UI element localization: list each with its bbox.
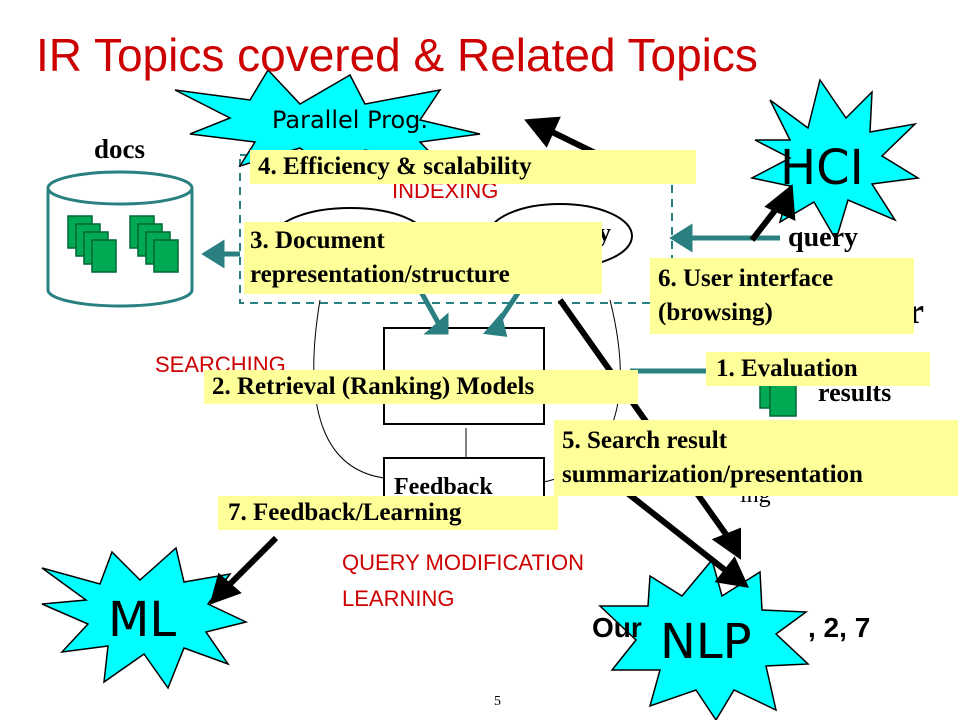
docs-label: docs (94, 134, 146, 164)
topic-4-efficiency: 4. Efficiency & scalability (250, 150, 696, 184)
topic-7-feedback-learning: 7. Feedback/Learning (218, 496, 558, 530)
query-label: query (788, 222, 858, 253)
topic-5-line-1: 5. Search result (562, 427, 728, 454)
topic-5-line-2: summarization/presentation (562, 461, 863, 488)
topic-5-search-result-presentation: 5. Search result summarization/presentat… (554, 420, 958, 496)
ml-star-shape (41, 546, 249, 690)
topic-3-line-1: 3. Document (250, 227, 385, 254)
query-mod-curve (313, 299, 385, 479)
feedback-label: Feedback (394, 474, 493, 500)
parallel-star-shape (174, 68, 481, 173)
learning-label: LEARNING (342, 586, 455, 611)
topic-3-line-2: representation/structure (250, 261, 510, 288)
topic-6-line-2: (browsing) (658, 299, 773, 326)
parallel-prog-star: Parallel Prog. (272, 106, 429, 134)
topic-2-retrieval-models: 2. Retrieval (Ranking) Models (204, 370, 638, 404)
ml-star: ML (108, 592, 177, 648)
hci-star: HCI (780, 140, 864, 196)
page-number: 5 (494, 694, 501, 709)
docs-cylinder-icon (46, 170, 194, 308)
focus-numbers-label: , 2, 7 (808, 612, 871, 643)
nlp-star-shape (598, 558, 810, 720)
nlp-star: NLP (660, 614, 752, 670)
topic-6-user-interface: 6. User interface (browsing) (650, 258, 914, 334)
query-modification-label: QUERY MODIFICATION (342, 550, 585, 575)
topic-6-line-1: 6. User interface (658, 265, 834, 292)
topic-1-evaluation: 1. Evaluation (706, 352, 930, 386)
topic-3-document-representation: 3. Document representation/structure (244, 222, 602, 294)
slide-title: IR Topics covered & Related Topics (36, 29, 758, 81)
our-focus-partial-label: Our (592, 612, 642, 643)
